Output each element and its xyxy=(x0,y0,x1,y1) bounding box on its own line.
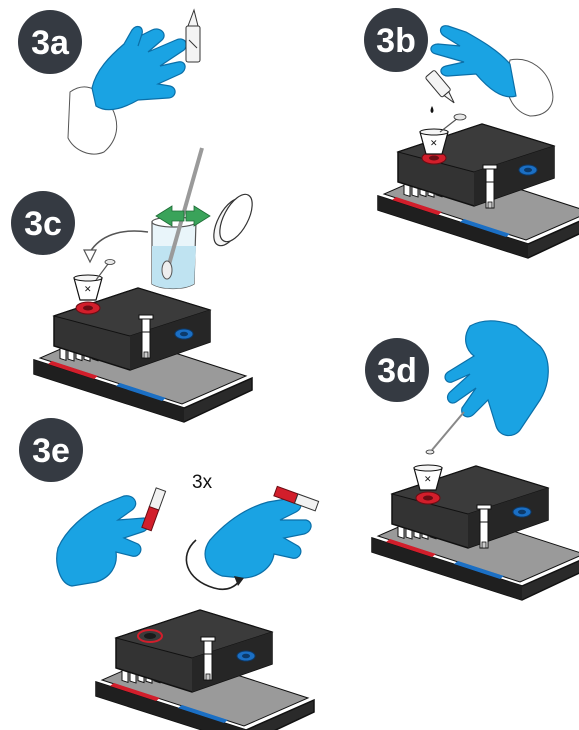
cassette-device-icon xyxy=(372,466,579,600)
step-3e-panel: 3e 3x xyxy=(19,418,319,730)
tube-icon xyxy=(142,488,166,531)
step-badge-3b: 3b xyxy=(364,8,428,72)
step-label-3a: 3a xyxy=(31,24,70,62)
cup-icon xyxy=(74,275,102,300)
step-badge-3e: 3e xyxy=(19,418,83,482)
dropper-icon xyxy=(186,10,200,62)
glove-hand-icon xyxy=(57,496,149,586)
step-label-3e: 3e xyxy=(32,432,70,470)
step-3d-panel: 3d xyxy=(365,321,579,600)
step-3c-panel: 3c xyxy=(11,148,259,422)
cassette-device-icon xyxy=(378,124,579,258)
step-badge-3a: 3a xyxy=(18,10,82,74)
step-label-3d: 3d xyxy=(377,352,417,390)
glove-hand-icon xyxy=(92,27,186,110)
step-3b-panel: 3b xyxy=(364,8,579,258)
step-label-3c: 3c xyxy=(24,205,62,243)
step-badge-3d: 3d xyxy=(365,338,429,402)
lid-icon xyxy=(207,189,259,250)
glove-hand-icon xyxy=(445,321,548,436)
step-badge-3c: 3c xyxy=(11,191,75,255)
repeat-count-label: 3x xyxy=(192,472,213,493)
glove-hand-icon xyxy=(205,498,311,578)
step-3a-panel: 3a xyxy=(18,10,200,154)
step-label-3b: 3b xyxy=(376,22,416,60)
